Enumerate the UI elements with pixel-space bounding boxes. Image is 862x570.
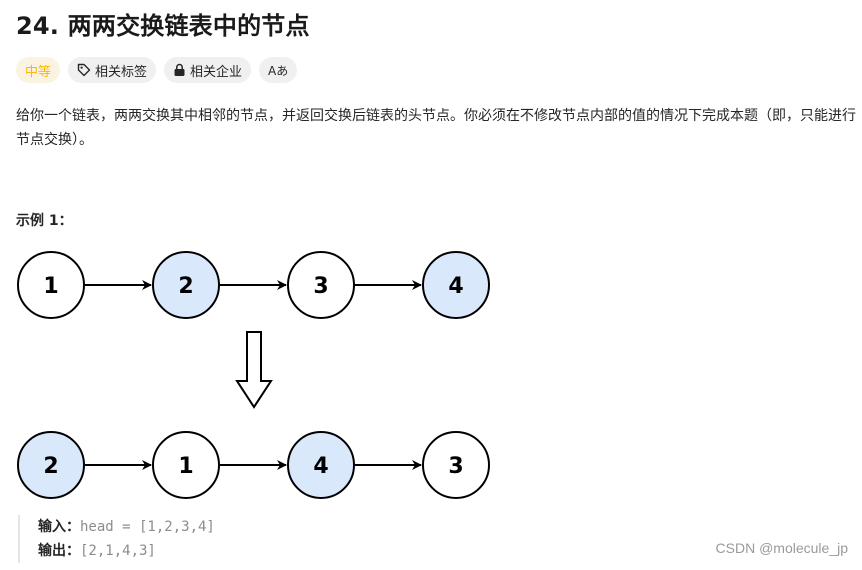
lock-icon — [173, 63, 186, 77]
node-label: 3 — [448, 454, 463, 479]
difficulty-label: 中等 — [25, 64, 52, 80]
page-title: 24. 两两交换链表中的节点 — [16, 12, 310, 40]
node-before-4: 4 — [422, 251, 490, 319]
related-companies-button[interactable]: 相关企业 — [164, 57, 252, 83]
related-tags-label: 相关标签 — [95, 64, 148, 80]
node-after-4: 3 — [422, 431, 490, 499]
node-label: 4 — [448, 274, 463, 299]
tag-icon — [77, 63, 91, 77]
node-label: 1 — [43, 274, 58, 299]
node-label: 1 — [178, 454, 193, 479]
tag-bar: 中等 相关标签 相关企业 Aあ — [16, 57, 298, 83]
node-label: 3 — [313, 274, 328, 299]
example-io: 输入：head = [1,2,3,4] 输出：[2,1,4,3] — [18, 515, 215, 563]
output-line: 输出：[2,1,4,3] — [38, 539, 215, 563]
node-label: 2 — [178, 274, 193, 299]
node-before-1: 1 — [17, 251, 85, 319]
problem-description: 给你一个链表，两两交换其中相邻的节点，并返回交换后链表的头节点。你必须在不修改节… — [16, 108, 856, 148]
example-title: 示例 1： — [16, 213, 73, 229]
output-value: [2,1,4,3] — [80, 543, 156, 559]
output-label: 输出： — [38, 543, 80, 559]
node-label: 2 — [43, 454, 58, 479]
node-before-3: 3 — [287, 251, 355, 319]
related-tags-button[interactable]: 相关标签 — [68, 57, 157, 83]
input-label: 输入： — [38, 519, 80, 535]
related-companies-label: 相关企业 — [190, 64, 243, 80]
node-after-1: 2 — [17, 431, 85, 499]
node-label: 4 — [313, 454, 328, 479]
linked-list-diagram: 1 2 3 4 2 1 4 3 — [17, 251, 490, 499]
node-after-3: 4 — [287, 431, 355, 499]
watermark: CSDN @molecule_jp — [715, 540, 848, 556]
down-arrow-icon — [235, 331, 273, 409]
language-toggle-button[interactable]: Aあ — [259, 57, 298, 83]
difficulty-badge[interactable]: 中等 — [16, 57, 61, 83]
node-after-2: 1 — [152, 431, 220, 499]
node-before-2: 2 — [152, 251, 220, 319]
input-line: 输入：head = [1,2,3,4] — [38, 515, 215, 539]
translate-icon: Aあ — [268, 63, 289, 78]
input-value: head = [1,2,3,4] — [80, 519, 215, 535]
